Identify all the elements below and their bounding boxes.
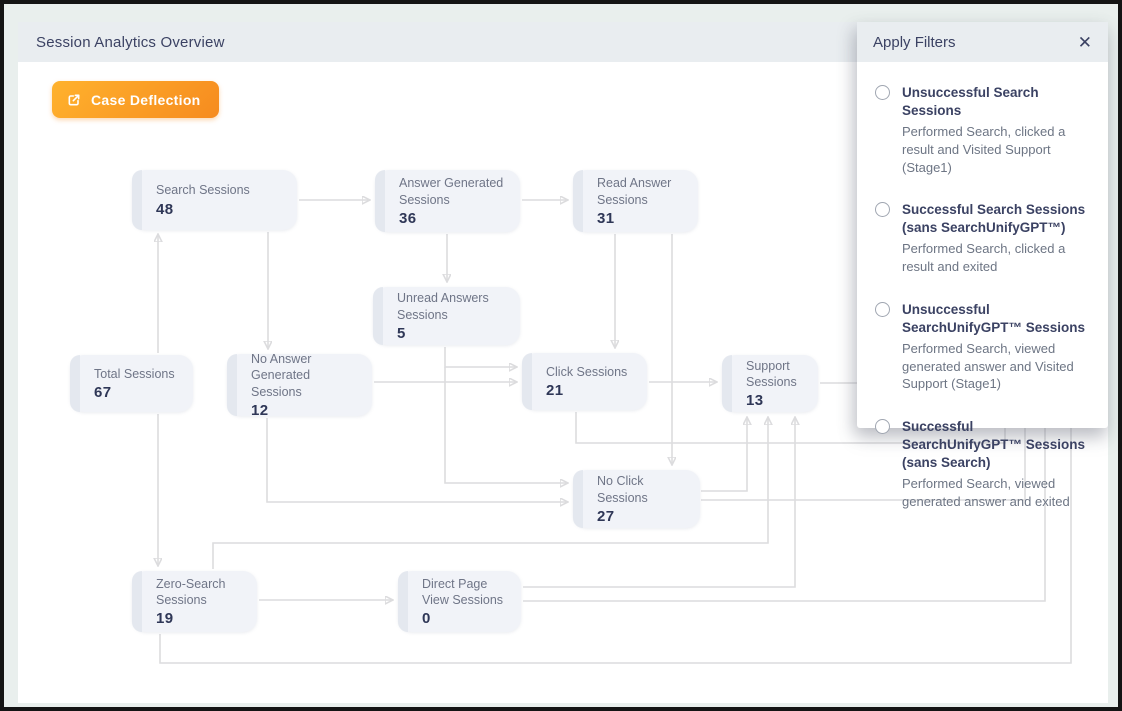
node-search-sessions[interactable]: Search Sessions 48 [132, 170, 297, 230]
node-label: Answer Generated Sessions [399, 176, 504, 207]
node-no-click-sessions[interactable]: No Click Sessions 27 [573, 470, 700, 528]
close-icon[interactable]: ✕ [1077, 32, 1092, 52]
node-unread-answers-sessions[interactable]: Unread Answers Sessions 5 [373, 287, 520, 345]
node-value: 0 [422, 610, 431, 628]
node-answer-generated-sessions[interactable]: Answer Generated Sessions 36 [375, 170, 520, 232]
filter-option-successful-search: Successful Search Sessions (sans SearchU… [875, 201, 1090, 276]
node-support-sessions[interactable]: Support Sessions 13 [722, 355, 818, 412]
node-zero-search-sessions[interactable]: Zero-Search Sessions 19 [132, 571, 257, 632]
node-total-sessions[interactable]: Total Sessions 67 [70, 355, 193, 412]
radio-button[interactable] [875, 419, 890, 435]
node-label: Zero-Search Sessions [156, 576, 226, 607]
apply-filters-panel: Apply Filters ✕ Unsuccessful Search Sess… [857, 22, 1108, 509]
case-deflection-button[interactable]: Case Deflection [52, 81, 219, 118]
node-label: No Click Sessions [597, 474, 648, 505]
case-deflection-label: Case Deflection [91, 91, 201, 108]
node-no-answer-generated-sessions[interactable]: No Answer Generated Sessions 12 [227, 352, 372, 419]
radio-button[interactable] [875, 202, 890, 218]
node-value: 31 [597, 209, 615, 227]
apply-filters-body: Unsuccessful Search Sessions Performed S… [857, 62, 1108, 511]
node-label: Unread Answers Sessions [397, 291, 489, 322]
node-value: 12 [251, 401, 269, 419]
filter-option-description: Performed Search, viewed generated answe… [902, 475, 1070, 509]
node-read-answer-sessions[interactable]: Read Answer Sessions 31 [573, 170, 698, 232]
apply-filters-title: Apply Filters [873, 33, 956, 51]
filter-option-description: Performed Search, clicked a result and e… [902, 241, 1066, 274]
radio-button[interactable] [875, 85, 890, 100]
filter-option-title: Unsuccessful SearchUnifyGPT™ Sessions [902, 301, 1086, 335]
node-label: Total Sessions [94, 366, 175, 381]
node-value: 36 [399, 209, 417, 227]
node-label: No Answer Generated Sessions [251, 352, 312, 399]
node-value: 67 [94, 384, 112, 402]
node-value: 48 [156, 200, 174, 218]
node-label: Read Answer Sessions [597, 176, 672, 207]
filter-option-description: Performed Search, viewed generated answe… [902, 340, 1074, 392]
node-label: Search Sessions [156, 183, 250, 198]
radio-button[interactable] [875, 301, 890, 317]
node-label: Direct Page View Sessions [422, 576, 504, 607]
apply-filters-header: Apply Filters ✕ [857, 22, 1108, 62]
node-value: 27 [597, 507, 615, 525]
node-label: Support Sessions [746, 358, 797, 389]
node-value: 19 [156, 610, 174, 628]
filter-option-unsuccessful-search: Unsuccessful Search Sessions Performed S… [875, 84, 1090, 176]
filter-option-title: Successful Search Sessions (sans SearchU… [902, 202, 1086, 236]
node-value: 13 [746, 392, 764, 410]
filter-option-title: Unsuccessful Search Sessions [902, 85, 1039, 118]
filter-option-unsuccessful-gpt: Unsuccessful SearchUnifyGPT™ Sessions Pe… [875, 301, 1090, 393]
node-value: 21 [546, 382, 564, 400]
filter-option-title: Successful SearchUnifyGPT™ Sessions (san… [902, 419, 1086, 470]
filter-option-description: Performed Search, clicked a result and V… [902, 123, 1066, 175]
node-label: Click Sessions [546, 364, 628, 379]
external-link-icon [68, 94, 80, 105]
node-value: 5 [397, 324, 406, 342]
node-direct-page-view-sessions[interactable]: Direct Page View Sessions 0 [398, 571, 521, 632]
page-title: Session Analytics Overview [36, 33, 225, 51]
filter-option-successful-gpt: Successful SearchUnifyGPT™ Sessions (san… [875, 418, 1090, 510]
node-click-sessions[interactable]: Click Sessions 21 [522, 353, 647, 410]
